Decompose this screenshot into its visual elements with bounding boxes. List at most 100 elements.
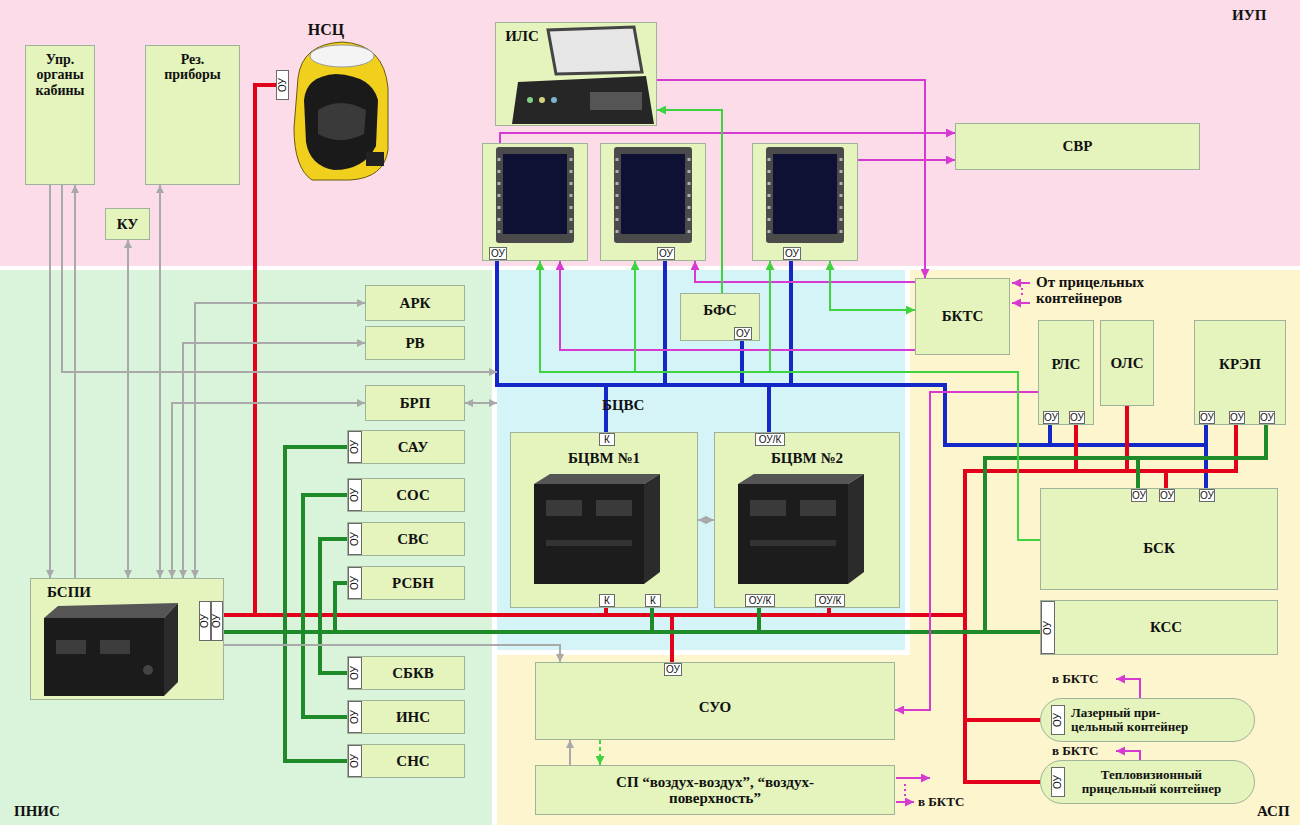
display-illustration <box>616 158 619 236</box>
data-bus-line <box>652 608 759 632</box>
process-box: РВ <box>365 326 465 360</box>
display-illustration <box>614 147 692 243</box>
port-name: ОУ <box>350 488 360 502</box>
data-bus-line <box>255 85 606 615</box>
control-link <box>569 740 571 765</box>
node-label: БЦВМ №2 <box>771 450 843 467</box>
hud-unit: ИЛС <box>495 22 657 126</box>
video-link <box>895 392 1038 710</box>
container-pill: Тепловизионный прицельный контейнерОУ <box>1040 760 1255 804</box>
process-box: БФСОУ <box>680 293 760 341</box>
signal-link <box>599 740 601 765</box>
port-tag: К <box>599 433 615 446</box>
node-label: НСЦ <box>308 21 344 39</box>
process-box: БКТС <box>915 278 1010 355</box>
port-tag: ОУ <box>734 327 752 340</box>
node-label: СБКВ <box>392 665 434 682</box>
port-tag: ОУ <box>1043 411 1059 424</box>
region-name: ИУП <box>1232 7 1266 24</box>
port-tag: ОУ <box>1131 489 1147 502</box>
port-name: ОУ <box>200 614 210 628</box>
node-label: КУ <box>117 216 139 233</box>
video-link <box>500 133 955 143</box>
container-pill: Лазерный при- цельный контейнерОУ <box>1040 698 1255 742</box>
process-box: СУО ОУ <box>535 662 895 740</box>
process-box: КУ <box>105 208 150 240</box>
port-tag: ОУ <box>348 567 362 599</box>
port-tag: ОУ <box>1229 411 1245 424</box>
process-box: СБКВОУ <box>347 656 465 690</box>
helmet-illustration <box>294 42 388 180</box>
hud-illustration <box>527 97 533 103</box>
data-bus-line <box>652 608 1040 632</box>
signal-link <box>770 261 1040 540</box>
computer-illustration <box>534 484 644 584</box>
video-pointer-arrows <box>1021 288 1023 298</box>
port-tag: ОУ <box>1259 411 1275 424</box>
text-slot: Лазерный при- цельный контейнер <box>1071 699 1201 741</box>
text-slot: БСПИ <box>37 581 101 603</box>
port-name: ОУ <box>350 440 360 454</box>
text-slot: КРЭП <box>1195 321 1285 407</box>
port-tag: ОУ <box>1041 601 1055 654</box>
node-label: СУО <box>699 699 732 716</box>
port-tag: ОУ <box>348 479 362 511</box>
computer-illustration <box>714 432 900 608</box>
node-label: САУ <box>398 439 429 456</box>
node-label: СОС <box>396 487 430 504</box>
node-label: БРП <box>400 395 431 412</box>
video-pointer-arrows <box>904 784 906 796</box>
unit-illustration <box>44 618 164 696</box>
port-name: ОУ <box>666 665 680 675</box>
control-link <box>172 403 365 578</box>
note-text: в БКТС <box>1052 672 1098 686</box>
signal-link <box>540 261 1040 540</box>
text-slot: БКТС <box>916 279 1009 354</box>
display-illustration <box>766 147 844 243</box>
text-slot: ИУП <box>1232 4 1292 26</box>
display-illustration <box>600 143 706 261</box>
node-label: БЦВМ №1 <box>568 450 640 467</box>
port-tag: ОУ <box>664 663 682 676</box>
control-link <box>159 185 161 578</box>
port-name: ОУ <box>350 754 360 768</box>
computer-illustration <box>848 474 864 584</box>
data-bus-line <box>303 495 652 632</box>
process-box: Упр. органы кабины <box>25 45 95 185</box>
iup-region-fill <box>0 0 1300 266</box>
unit-illustration <box>44 603 178 618</box>
node-label: СП “воздух-воздух”, “воздух-поверхность” <box>596 774 834 807</box>
node-label: Упр. органы кабины <box>28 52 92 98</box>
port-name: ОУ <box>350 576 360 590</box>
port-tag: ОУ <box>1199 489 1215 502</box>
port-tag: К <box>599 594 615 607</box>
text-slot: БРП <box>366 386 464 420</box>
text-slot: БЦВС <box>602 394 682 416</box>
node-label: ИНС <box>396 709 430 726</box>
display-illustration <box>768 158 771 236</box>
unit-illustration <box>143 665 153 675</box>
computer-illustration <box>750 500 786 516</box>
text-slot: СОС <box>362 479 464 511</box>
process-box: РСБНОУ <box>347 566 465 600</box>
computer-illustration <box>714 432 900 608</box>
video-pointer-arrows <box>896 801 914 803</box>
port-name: ОУ <box>1044 413 1058 423</box>
port-name: ОУ <box>1043 621 1053 635</box>
computer-illustration <box>510 432 698 608</box>
process-box: САУ ОУ <box>347 430 465 464</box>
process-box: СОС ОУ <box>347 478 465 512</box>
text-slot: ИНС <box>362 701 464 733</box>
computer-illustration <box>644 474 660 584</box>
node-label: СВР <box>1063 138 1093 155</box>
control-link <box>74 185 76 578</box>
hud-illustration <box>495 22 657 126</box>
port-name: ОУ <box>1260 413 1274 423</box>
node-label: ОЛС <box>1111 355 1144 372</box>
helmet-illustration <box>310 45 374 67</box>
port-tag: ОУ <box>1199 411 1215 424</box>
text-slot: АРК <box>366 286 464 320</box>
text-slot: КСС <box>1055 601 1277 654</box>
computer-illustration <box>800 500 836 516</box>
